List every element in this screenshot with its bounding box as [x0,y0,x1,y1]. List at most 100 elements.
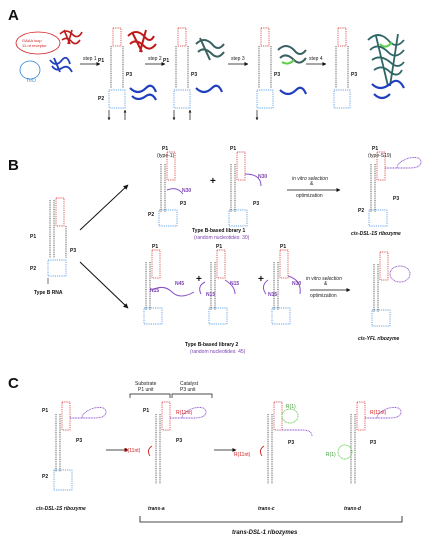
lib2-p1-b: P1 [216,244,222,250]
a2-p1-label: P1 [163,58,169,64]
structure-a4 [333,27,351,109]
panel-label-b: B [8,157,19,174]
c-cis-p3: P3 [76,438,82,444]
dsl1s-structure [368,151,422,227]
trans-d-label: trans-d [344,506,362,512]
typeb-p2-label: P2 [30,266,36,272]
a2-p3-label: P3 [191,72,197,78]
lib1-sel-line2: optimization [296,193,323,199]
lib2-sel-line1: in vitro selection [306,276,342,282]
c-a-r11-left: R(11nt) [124,448,141,454]
c-c-r1: R(1) [286,404,296,410]
lib2-p1-c: P1 [280,244,286,250]
lib2-random: (random nucleotides: 45) [190,349,246,355]
c-a-r11-top: R(11nt) [176,410,193,416]
structure-a1 [107,27,127,121]
lib1-p2-left: P2 [148,212,154,218]
receptor-label-2: 11-nt receptor [22,43,47,48]
lib1-n-right: N30 [258,174,267,180]
trrd-module: TrrD [19,56,73,84]
trans-a-structure [147,401,207,484]
branch-arrows [79,184,129,309]
c-cis-p2: P2 [42,474,48,480]
lib1-name: Type B-based library 1 [192,228,245,234]
panel-label-c: C [8,375,19,392]
c-d-r1: R(1) [326,452,336,458]
type-b-rna-caption: Type B RNA [34,290,63,296]
substrate-line2: P1 unit [138,387,154,393]
yfl-structure [371,251,411,327]
dsl1s-p2-label: P2 [358,208,364,214]
lib2-sel-line2: optimization [310,293,337,299]
blue-3d-structure-icon [49,56,73,73]
typeb-p3-label: P3 [70,248,76,254]
a1-p2-label: P2 [98,96,104,102]
gaaa-receptor-module: GAAA loop 11-nt receptor [15,29,83,55]
trans-c-structure [259,401,313,484]
lib2-n-4: N15 [268,292,277,298]
c-a-p3: P3 [176,438,182,444]
red-helix-icon-a [127,29,157,53]
lib1-type-label: (type-1) [157,153,175,159]
step-label-4: step 4 [309,56,323,62]
green-helix-icon-a3 [277,45,308,96]
lib2-name: Type B-based library 2 [185,342,238,348]
trans-bracket [139,516,403,523]
trrd-label: TrrD [26,78,36,84]
lib1-n-left: N30 [182,188,191,194]
step-label-2: step 2 [148,56,162,62]
lib1-random: (random nucleotides: 30) [194,235,250,241]
structure-a3 [255,27,274,121]
lib2-n-5: N30 [292,281,301,287]
lib2-n-1: N45 [175,281,184,287]
grey-helix-icon-a2 [195,37,225,94]
full-3d-structure-icon [367,33,405,100]
lib2-n-2: N15 [206,292,215,298]
trans-a-label: trans-a [148,506,165,512]
unit-brackets [129,393,213,398]
lib1-plus: + [210,176,216,187]
product1-label: cis-DSL-1S ribozyme [351,231,401,237]
cis-dsl1s-structure-c [53,401,107,491]
lib2-p1-a: P1 [152,244,158,250]
structure-a2 [172,27,192,121]
lib2-n-3: N15 [230,281,239,287]
panel-label-a: A [8,7,19,24]
lib1-sel-amp: & [310,181,314,187]
receptor-label-1: GAAA loop [22,38,42,43]
dsl1s-type-label: (type-S19) [368,153,392,159]
c-d-r11: R(11nt) [370,410,387,416]
c-cis-p1: P1 [42,408,48,414]
c-c-r11: R(11nt) [234,452,251,458]
library1-structure-left [158,151,184,227]
trans-c-label: trans-c [258,506,275,512]
lib1-sel-line1: in vitro selection [292,176,328,182]
dsl1s-p3-label: P3 [393,196,399,202]
c-cis-label: cis-DSL-1S ribozyme [36,506,86,512]
blue-helix-icon-a [129,84,158,101]
lib2-n-0: N15 [150,288,159,294]
lib2-plus-1: + [196,274,202,285]
dsl1s-p1-label: P1 [372,146,378,152]
type-b-rna-structure [47,197,67,284]
step-label-1: step 1 [83,56,97,62]
trans-bracket-label: trans-DSL-1 ribozymes [232,530,298,536]
product2-label: cis-YFL ribozyme [358,336,400,342]
lib2-plus-2: + [258,274,264,285]
red-3d-structure-icon [59,29,83,45]
library1-structure-right [228,151,262,227]
c-d-p3: P3 [370,440,376,446]
lib1-p3-left: P3 [180,201,186,207]
lib1-p1-right: P1 [230,146,236,152]
lib2-sel-amp: & [324,281,328,287]
a3-p3-label: P3 [274,72,280,78]
a4-p3-label: P3 [351,72,357,78]
catalyst-line1: Catalyst [180,381,199,387]
c-c-p3: P3 [288,440,294,446]
a1-p3-label: P3 [126,72,132,78]
step-label-3: step 3 [231,56,245,62]
typeb-p1-label: P1 [30,234,36,240]
c-a-p1: P1 [143,408,149,414]
substrate-line1: Substrate [135,381,157,387]
